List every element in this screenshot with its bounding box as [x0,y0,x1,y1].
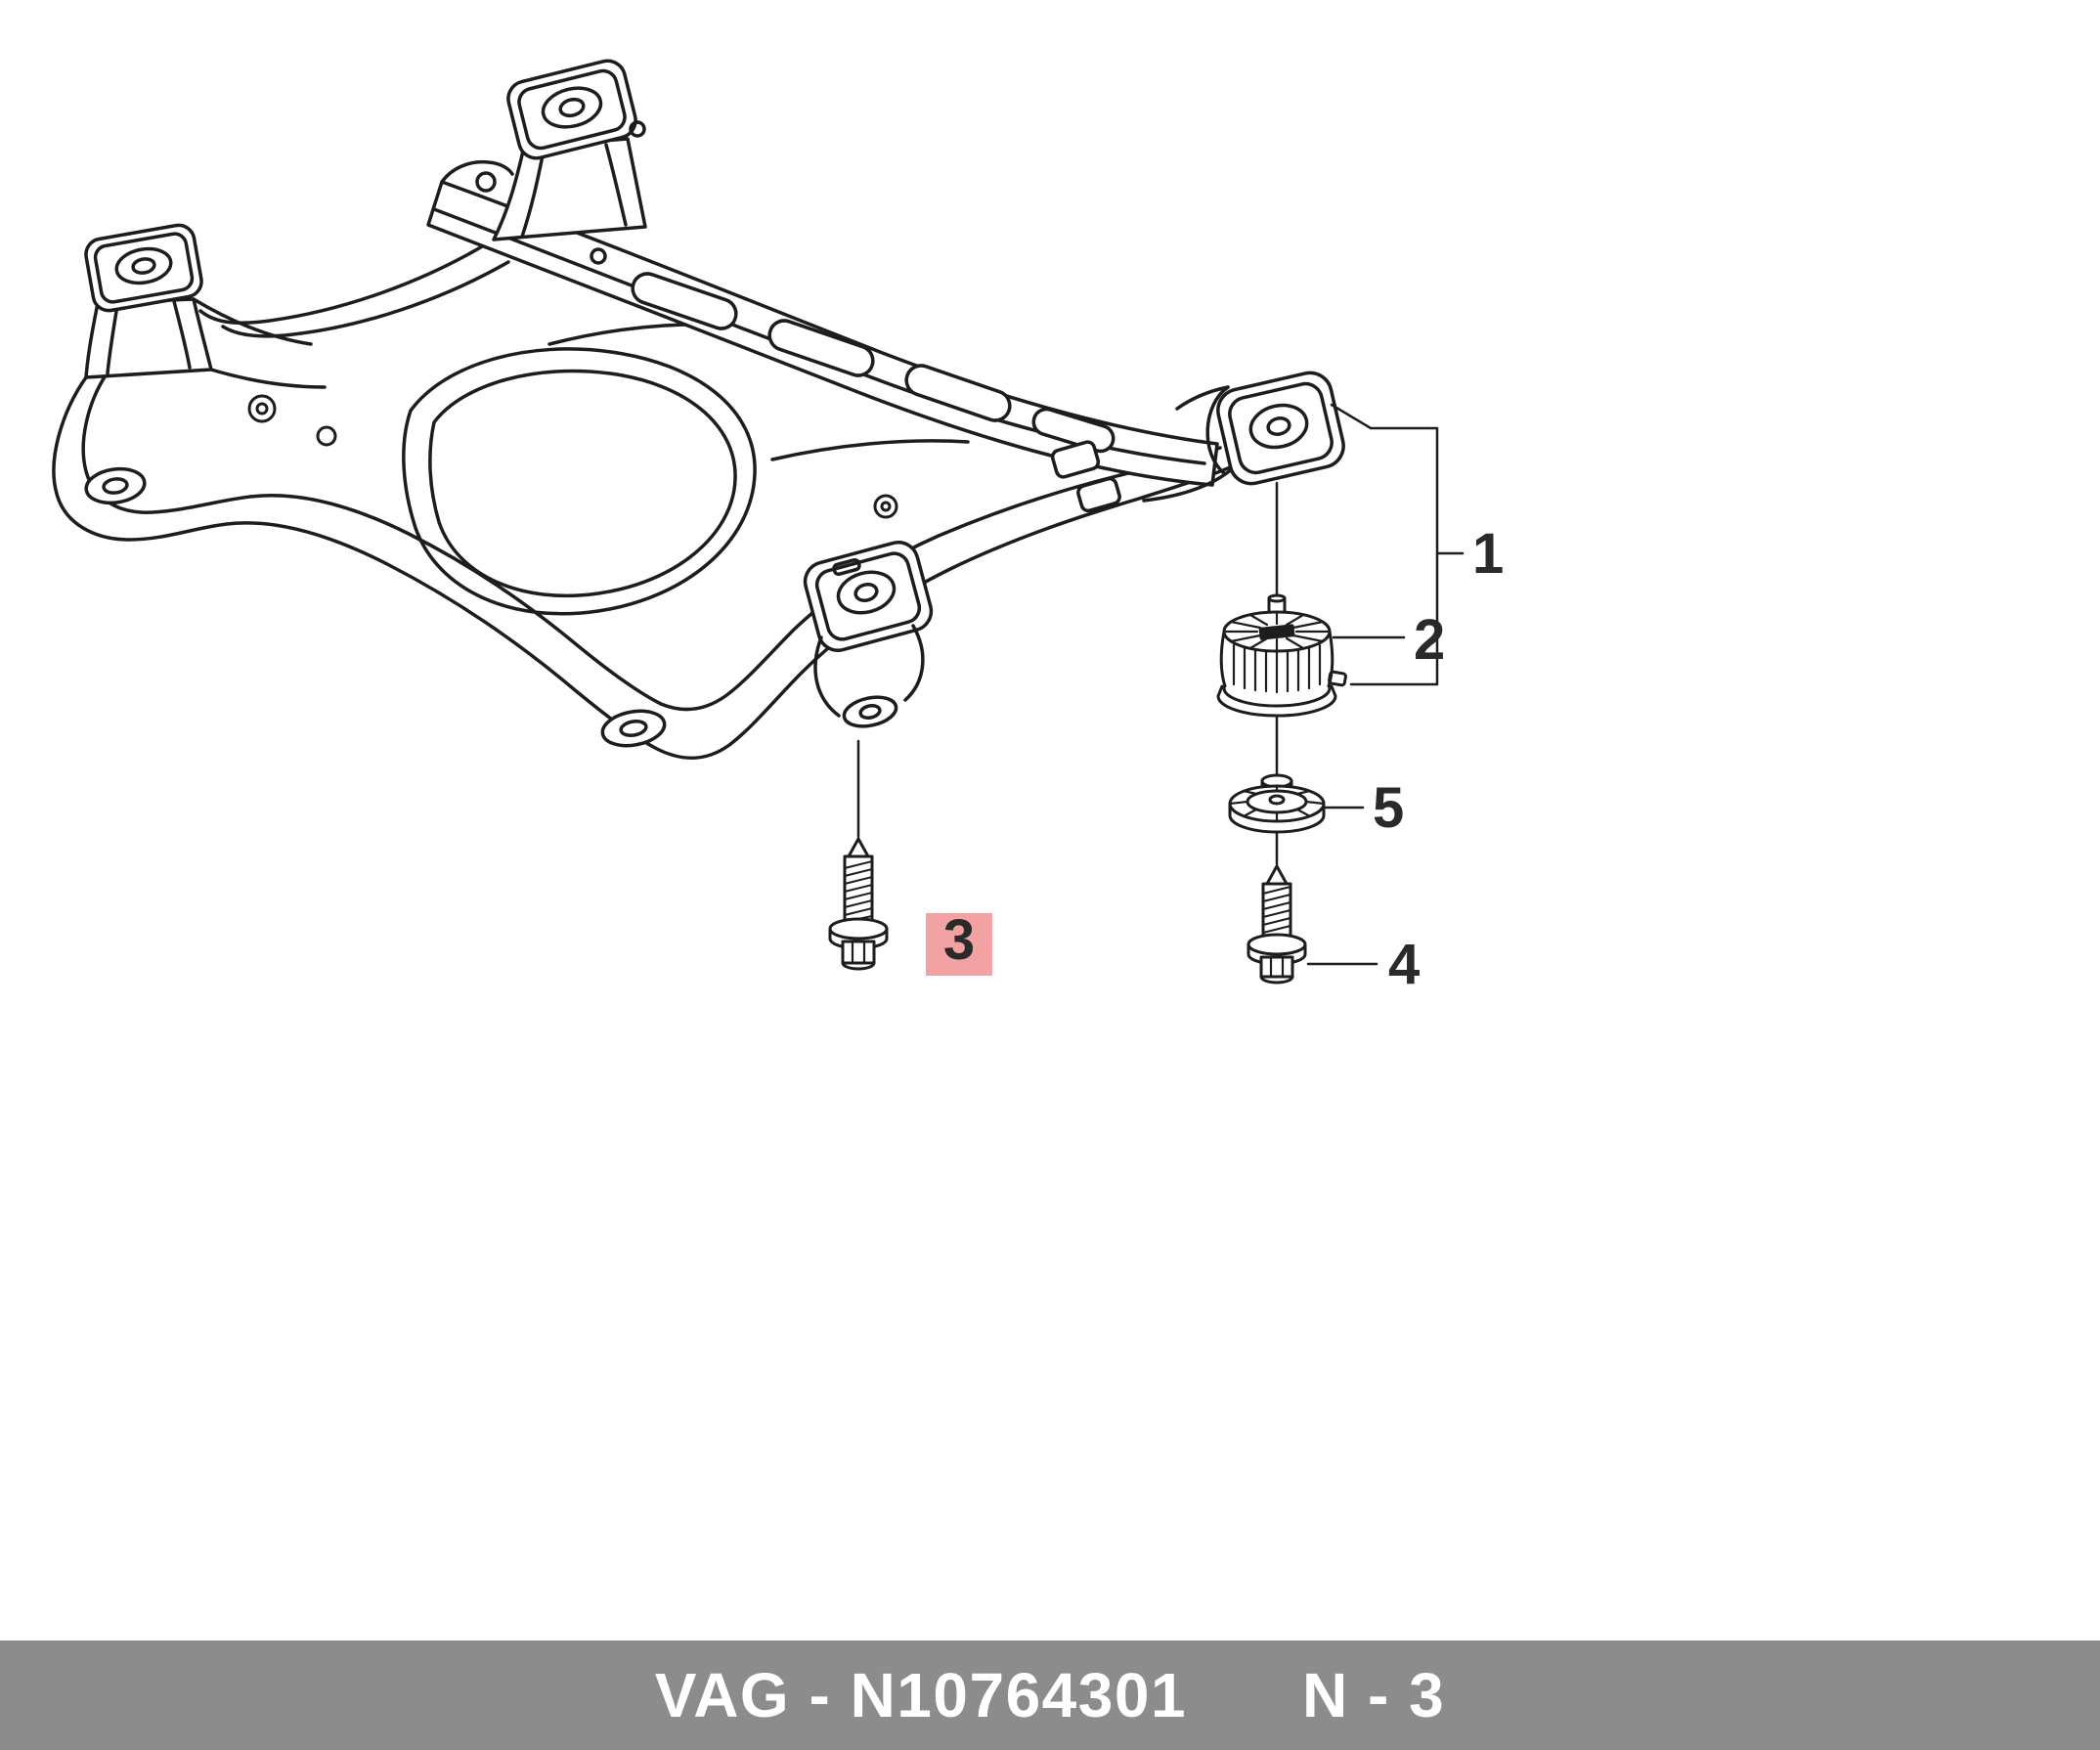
callout-label-4[interactable]: 4 [1388,933,1420,996]
beam-slot-4 [1031,407,1116,454]
part-4-threads [1262,886,1291,934]
part-3-head-bottom [841,961,876,971]
frame-outer-edge [52,375,1251,760]
part-3-flange [828,917,889,941]
right-mount-arm-upper [1175,385,1230,411]
subframe-exploded-diagram: 1 2 3 4 5 [52,59,1504,996]
part-4-flange [1247,933,1307,956]
frame-top-edge-inner [221,260,510,338]
center-mount-bracket-right [903,624,925,702]
part-4-bolt [1247,864,1307,984]
part-2-radial-ribs [1222,610,1332,653]
top-mount-housing-inner [517,68,627,151]
left-tower-line-1 [106,303,119,375]
beam-slot-1 [631,272,738,330]
right-mount-arm-lower [1142,465,1236,503]
right-mount-housing-inner [1228,381,1334,475]
frame-inner-edge [81,373,1222,712]
left-tower-line-2 [172,299,192,370]
callout-leaders [1306,403,1465,966]
part-4-hex-facets [1269,955,1285,979]
callout-label-1[interactable]: 1 [1472,522,1504,586]
beam-end-bracket [440,159,514,184]
beam-slot-2 [767,319,875,377]
part-4-hex-head [1259,955,1294,979]
left-mount-bushing-center [131,257,156,275]
part-2-vertical-ribs [1232,643,1322,694]
part-3-hex-head [841,940,876,965]
top-tower-line-1 [520,149,546,239]
left-mount-bushing [114,246,173,285]
diagram-area: 1 2 3 4 5 [52,59,1505,996]
center-mount-bracket-left [813,635,841,718]
callout-label-3[interactable]: 3 [943,908,975,972]
center-mount-bushing [836,570,897,615]
right-mount-housing [1216,371,1345,486]
part-5-star-ribs [1228,784,1326,823]
part-2-side-left [1219,630,1227,688]
center-mount-pad-hole [858,704,882,720]
center-mount [803,541,934,728]
part-2-bushing [1216,593,1347,718]
part-5-center-hole [1268,794,1286,806]
footer-part-number: VAG - N10764301 [654,1660,1188,1730]
frame-slot-right-1 [1050,440,1101,479]
frame-rivet-holes [247,394,898,519]
beam-end-hole [475,171,497,193]
footer-page-code: N - 3 [1302,1660,1446,1730]
part-2-flange [1216,684,1337,718]
center-mount-bushing-center [853,583,879,602]
left-arm-line-1 [209,368,327,389]
top-mount-tower [492,59,647,241]
frame-center-opening [402,347,757,616]
callout-labels: 1 2 3 4 5 [926,522,1504,996]
center-mount-pad [842,695,898,728]
beam-hole [590,247,607,265]
left-mount-tower [84,223,213,379]
crossmember-beam [426,159,1219,513]
callout-label-2[interactable]: 2 [1414,608,1445,672]
right-mount-bushing-center [1266,416,1291,436]
right-mount-cylinder-side [1205,385,1230,475]
top-tower-hole [629,120,646,138]
left-mount-housing [84,223,203,313]
frame-slot-right-2 [1076,476,1121,513]
right-mount-bushing [1248,403,1309,450]
top-mount-bushing [541,86,603,129]
top-tower-body [492,137,647,241]
right-mount [1142,371,1345,503]
footer-bar: VAG - N10764301 N - 3 [0,1641,2100,1750]
part-3-threads [844,860,873,923]
top-tower-line-2 [604,143,628,227]
part-5-washer [1228,773,1326,834]
part-3-bolt-group [828,739,889,971]
callout-label-5[interactable]: 5 [1373,776,1404,840]
callout-3-highlight[interactable] [926,913,992,976]
beam-slot-3 [904,364,1012,422]
part-4-head-bottom [1259,975,1294,984]
exploded-parts-column [1216,481,1347,984]
frame-pad-lower [600,709,667,748]
bracket-item-1 [1330,403,1465,686]
subframe-frame [52,238,1251,760]
left-mount-housing-inner [93,232,195,304]
frame-center-opening-inner [428,369,737,598]
frame-top-edge [198,238,496,326]
part-3-tip [847,837,870,858]
part-3-hex-facets [851,940,866,965]
top-mount-bushing-center [558,97,586,118]
center-mount-slot [832,557,861,577]
part-4-tip [1265,864,1289,886]
part-2-tab [1328,670,1347,687]
frame-pad-left [84,466,147,505]
frame-web-line-2 [770,439,970,461]
part-2-center-slot [1258,624,1295,640]
left-arm-line-2 [192,297,313,346]
